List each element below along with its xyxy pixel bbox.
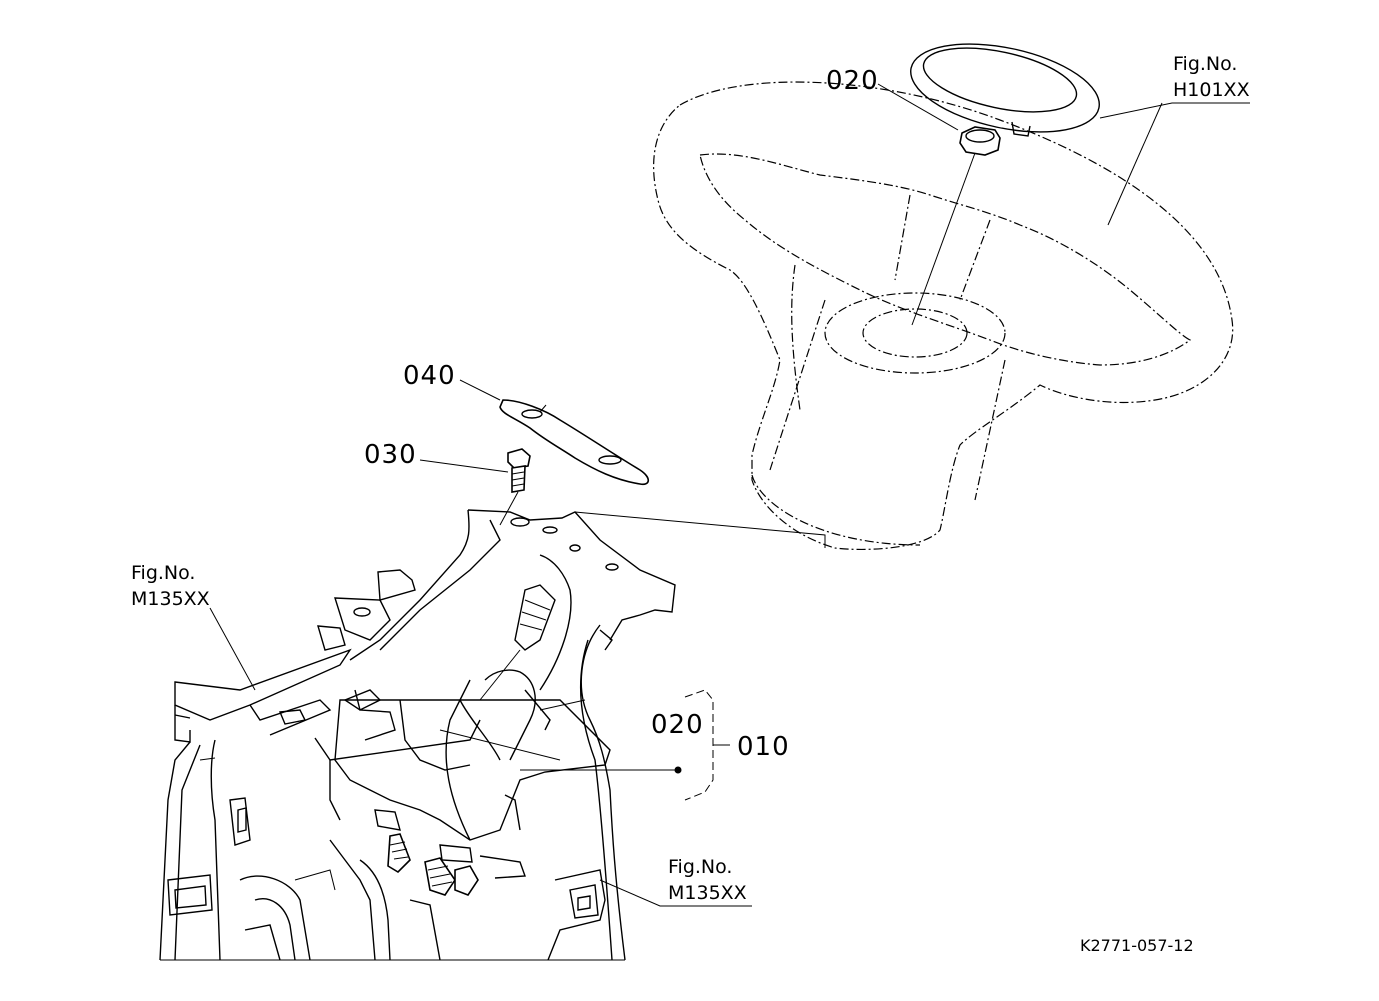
leader-040 bbox=[459, 379, 501, 401]
leader-h101 bbox=[1099, 102, 1250, 119]
leader-020-top bbox=[877, 83, 959, 131]
callout-020-top: 020 bbox=[826, 66, 879, 96]
ref-h101-line1: Fig.No. bbox=[1173, 53, 1237, 75]
ref-m135-right-line1: Fig.No. bbox=[668, 856, 732, 878]
drawing-code: K2771-057-12 bbox=[1080, 936, 1194, 955]
leader-030 bbox=[419, 459, 509, 473]
axis-line bbox=[911, 152, 976, 326]
nut-020 bbox=[959, 126, 1001, 156]
callout-020-assembly: 020 bbox=[651, 710, 704, 740]
steering-wheel-phantom bbox=[653, 81, 1234, 550]
plate-040 bbox=[499, 399, 650, 486]
leader-h101-rim bbox=[1107, 102, 1163, 226]
ref-h101-line2: H101XX bbox=[1173, 79, 1250, 101]
callout-040: 040 bbox=[403, 361, 456, 391]
callout-010: 010 bbox=[737, 732, 790, 762]
horn-cap bbox=[910, 43, 1100, 137]
callout-030: 030 bbox=[364, 440, 417, 470]
ref-m135-right-line2: M135XX bbox=[668, 882, 747, 904]
dashboard-frame bbox=[159, 648, 625, 961]
leader-m135-left bbox=[209, 607, 256, 691]
ref-m135-left-line1: Fig.No. bbox=[131, 562, 195, 584]
leader-m135-right bbox=[599, 879, 752, 907]
assembly-bracket-010 bbox=[530, 689, 730, 801]
ref-m135-left-line2: M135XX bbox=[131, 588, 210, 610]
bolt-030 bbox=[499, 448, 531, 526]
